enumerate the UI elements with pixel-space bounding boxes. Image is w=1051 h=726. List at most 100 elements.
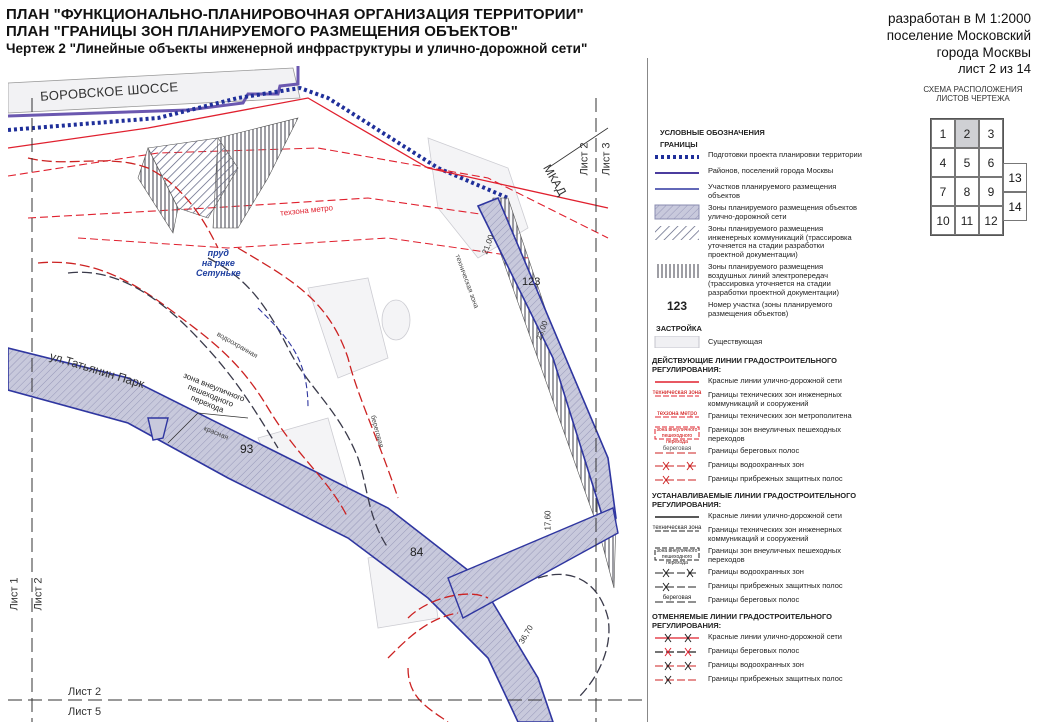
legend-text: Границы береговых полос <box>708 646 800 655</box>
legend-text: Границы береговых полос <box>708 446 800 455</box>
legend-symbol: зона внеуличного пешеходного перехода <box>652 547 702 566</box>
legend-text: Зоны планируемого размещения инженерных … <box>708 224 852 259</box>
legend-text: Границы водоохранных зон <box>708 460 804 469</box>
legend-symbol <box>652 461 702 471</box>
title-line-2: ПЛАН "ГРАНИЦЫ ЗОН ПЛАНИРУЕМОГО РАЗМЕЩЕНИ… <box>6 23 518 40</box>
legend-text: Номер участка (зоны планируемого размеще… <box>708 300 833 318</box>
key-map-title: СХЕМА РАСПОЛОЖЕНИЯ ЛИСТОВ ЧЕРТЕЖА <box>923 85 1023 103</box>
key-cell[interactable]: 13 <box>1003 163 1027 192</box>
sheet-label-left-outer: Лист 1 <box>8 577 21 611</box>
key-cell[interactable]: 14 <box>1003 192 1027 221</box>
sheet-label-right-inner: Лист 2 <box>578 142 591 176</box>
key-cell[interactable]: 4 <box>931 148 955 177</box>
legend-item: Границы прибрежных защитных полос <box>652 474 862 485</box>
legend-symbol <box>652 167 702 179</box>
title-line-1: ПЛАН "ФУНКЦИОНАЛЬНО-ПЛАНИРОВОЧНАЯ ОРГАНИ… <box>6 6 584 23</box>
legend-item: техзона метро Границы технических зон ме… <box>652 411 862 422</box>
sheet-label-right-outer: Лист 3 <box>600 142 613 176</box>
legend-item: Границы водоохранных зон <box>652 460 862 471</box>
legend-symbol-caption: техзона метро <box>657 411 697 417</box>
key-cell[interactable]: 12 <box>979 206 1003 235</box>
legend-text: Зоны планируемого размещения воздушных л… <box>708 262 840 297</box>
key-cell[interactable]: 1 <box>931 119 955 148</box>
key-cell[interactable]: 3 <box>979 119 1003 148</box>
plot-number: 93 <box>240 442 254 456</box>
legend-text: Красные линии улично-дорожной сети <box>708 376 842 385</box>
legend-symbol-caption: зона внеуличного пешеходного перехода <box>656 548 698 566</box>
sheet-label-left-inner: Лист 2 <box>32 577 45 611</box>
legend-item: Зоны планируемого размещения воздушных л… <box>652 262 862 297</box>
legend-text: Границы прибрежных защитных полос <box>708 581 843 590</box>
key-map-grid: 1 2 3 4 5 6 7 8 9 10 11 12 <box>930 118 1004 236</box>
legend-symbol <box>652 183 702 195</box>
legend-symbol-caption: техническая зона <box>652 525 702 531</box>
title-line-3: Чертеж 2 "Линейные объекты инженерной ин… <box>6 41 588 56</box>
key-cell[interactable]: 8 <box>955 177 979 206</box>
legend-symbol <box>652 568 702 578</box>
legend-section-title: ЗАСТРОЙКА <box>656 324 702 333</box>
legend-symbol <box>652 633 702 643</box>
key-cell[interactable]: 11 <box>955 206 979 235</box>
legend-section-title: УСТАНАВЛИВАЕМЫЕ ЛИНИИ ГРАДОСТРОИТЕЛЬНОГО… <box>652 491 857 509</box>
legend-text: Границы зон внеуличных пешеходных перехо… <box>708 425 842 443</box>
key-cell-current[interactable]: 2 <box>955 119 979 148</box>
map-canvas[interactable]: БОРОВСКОЕ ШОССЕ МКАД ул.Татьянин Парк пр… <box>8 58 648 722</box>
pond-label-line: Сетуньке <box>196 268 241 278</box>
legend-text: Границы зон внеуличных пешеходных перехо… <box>708 546 842 564</box>
sheet-label-bottom-inner: Лист 2 <box>68 686 102 698</box>
legend-text: Границы прибрежных защитных полос <box>708 474 843 483</box>
legend-item: зона внеуличного пешеходного перехода Гр… <box>652 546 862 566</box>
legend-item: техническая зона Границы технических зон… <box>652 525 862 543</box>
legend-item: Участков планируемого размещения объекто… <box>652 182 862 200</box>
legend-symbol <box>652 151 702 163</box>
legend-symbol: зона внеуличного пешеходного перехода <box>652 426 702 445</box>
legend-text: Границы технических зон метрополитена <box>708 411 852 420</box>
key-cell[interactable]: 5 <box>955 148 979 177</box>
mkad-road <box>476 196 617 519</box>
legend-symbol <box>652 377 702 387</box>
scale-block: разработан в М 1:2000 поселение Московск… <box>841 10 1031 61</box>
key-cell[interactable]: 9 <box>979 177 1003 206</box>
legend-text: Красные линии улично-дорожной сети <box>708 632 842 641</box>
legend-symbol: техническая зона <box>652 525 702 536</box>
legend-item: зона внеуличного пешеходного перехода Гр… <box>652 425 862 445</box>
legend-text: Границы прибрежных защитных полос <box>708 674 843 683</box>
legend-borders-title: ГРАНИЦЫ <box>660 139 698 149</box>
legend-text: Границы водоохранных зон <box>708 660 804 669</box>
legend-symbol <box>652 675 702 685</box>
key-cell[interactable]: 7 <box>931 177 955 206</box>
legend-item: береговая Границы береговых полос <box>652 446 862 457</box>
legend-symbol <box>652 225 702 241</box>
legend-item: Красные линии улично-дорожной сети <box>652 511 862 522</box>
cross-road <box>447 507 619 620</box>
legend-title: УСЛОВНЫЕ ОБОЗНАЧЕНИЯ <box>660 128 765 137</box>
legend-symbol <box>652 661 702 671</box>
legend-symbol <box>652 647 702 657</box>
legend-symbol-caption: техническая зона <box>652 390 702 396</box>
legend-symbol-caption: береговая <box>662 446 692 452</box>
legend-text: Районов, поселений города Москвы <box>708 166 834 175</box>
legend-text: Границы водоохранных зон <box>708 567 804 576</box>
pond-label: пруд на реке Сетуньке <box>196 248 241 278</box>
pond-label-line: пруд <box>207 248 229 258</box>
legend-text: Границы технических зон инженерных комму… <box>708 525 842 543</box>
legend-item: Красные линии улично-дорожной сети <box>652 376 862 387</box>
key-cell[interactable]: 6 <box>979 148 1003 177</box>
legend-item: Подготовки проекта планировки территории <box>652 150 862 163</box>
legend-symbol <box>652 204 702 220</box>
key-cell[interactable]: 10 <box>931 206 955 235</box>
legend-symbol <box>652 582 702 592</box>
plot-number: 123 <box>522 276 541 288</box>
legend-symbol <box>652 512 702 522</box>
legend-item: Красные линии улично-дорожной сети <box>652 632 862 643</box>
legend-item: Существующая <box>652 336 862 348</box>
legend-item: береговая Границы береговых полос <box>652 595 862 606</box>
legend-item: Границы прибрежных защитных полос <box>652 581 862 592</box>
legend-item: Зоны планируемого размещения инженерных … <box>652 224 862 259</box>
map-drawing <box>8 66 647 722</box>
sheet-label-bottom-outer: Лист 5 <box>68 706 102 718</box>
scale-text: разработан в М 1:2000 <box>888 11 1031 26</box>
legend-symbol: 123 <box>666 298 688 313</box>
legend-text: Границы береговых полос <box>708 595 800 604</box>
legend-symbol: техническая зона <box>652 390 702 401</box>
